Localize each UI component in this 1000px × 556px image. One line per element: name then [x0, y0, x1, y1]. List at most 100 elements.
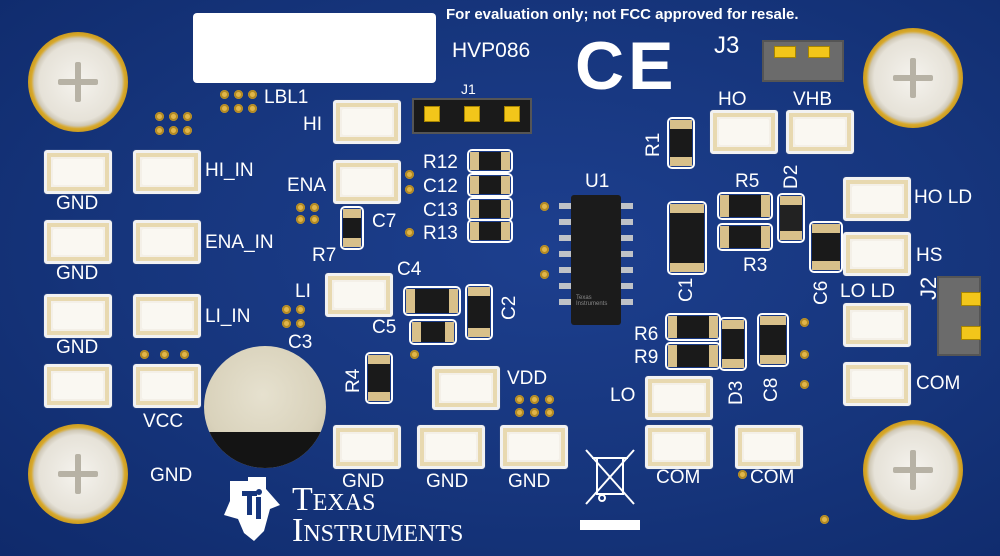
- r4-label: R4: [343, 368, 364, 393]
- c6-label: C6: [811, 280, 832, 305]
- vdd-label: VDD: [507, 368, 548, 389]
- r3-label: R3: [743, 255, 768, 276]
- test-point-ena[interactable]: [333, 160, 401, 204]
- label-ref: LBL1: [264, 87, 309, 108]
- gnd-label-2: GND: [56, 263, 99, 284]
- d3: [719, 317, 747, 371]
- c12: [467, 173, 513, 197]
- r12: [467, 149, 513, 173]
- r1-label: R1: [643, 132, 664, 157]
- test-point-gnd-6[interactable]: [417, 425, 485, 469]
- r4: [365, 352, 393, 404]
- r9-label: R9: [634, 347, 659, 368]
- gnd-label-screw: GND: [150, 465, 193, 486]
- hi-in-label: HI_IN: [205, 160, 254, 181]
- brand-instruments: Instruments: [292, 512, 464, 549]
- c4-label: C4: [397, 259, 422, 280]
- c8: [757, 313, 789, 367]
- r12-label: R12: [423, 152, 458, 173]
- ena-in-label: ENA_IN: [205, 232, 274, 253]
- ho-ld-label: HO LD: [914, 187, 973, 208]
- li-label: LI: [295, 281, 311, 302]
- test-point-ho[interactable]: [710, 110, 778, 154]
- gnd-label-6: GND: [426, 471, 469, 492]
- test-point-gnd-2[interactable]: [44, 220, 112, 264]
- c2: [465, 284, 493, 340]
- r6: [665, 313, 721, 341]
- mounting-screw-bottom-left: [28, 424, 128, 524]
- c8-label: C8: [761, 377, 782, 402]
- test-point-gnd-7[interactable]: [500, 425, 568, 469]
- test-point-gnd-4[interactable]: [44, 364, 112, 408]
- d3-label: D3: [726, 380, 747, 405]
- c2-label: C2: [499, 295, 520, 320]
- c5-label: C5: [372, 317, 397, 338]
- vcc-label: VCC: [143, 411, 184, 432]
- lo-label: LO: [610, 385, 636, 406]
- lo-ld-label: LO LD: [840, 281, 895, 302]
- test-point-vhb[interactable]: [786, 110, 854, 154]
- r5-label: R5: [735, 171, 760, 192]
- disclaimer-text: For evaluation only; not FCC approved fo…: [446, 6, 799, 23]
- com-label-3: COM: [750, 467, 795, 488]
- j2-header[interactable]: [937, 276, 981, 356]
- mounting-screw-top-right: [863, 28, 963, 128]
- test-point-com-1[interactable]: [843, 362, 911, 406]
- test-point-hs[interactable]: [843, 232, 911, 276]
- part-number: HVP086: [452, 39, 531, 62]
- c3-label: C3: [288, 332, 313, 353]
- r6-label: R6: [634, 324, 659, 345]
- r5: [717, 192, 773, 220]
- d2-label: D2: [781, 164, 802, 189]
- component-r7-c7: [340, 206, 364, 250]
- ena-label: ENA: [287, 175, 327, 196]
- blank-label-area: [193, 13, 436, 83]
- test-point-gnd-5[interactable]: [333, 425, 401, 469]
- r1: [667, 117, 695, 169]
- r9: [665, 342, 721, 370]
- test-point-hi[interactable]: [333, 100, 401, 144]
- gnd-label-5: GND: [342, 471, 385, 492]
- ti-logo-icon: [224, 477, 280, 541]
- test-point-ho-ld[interactable]: [843, 177, 911, 221]
- ic-u1: Texas Instruments: [571, 195, 621, 325]
- test-point-com-3[interactable]: [735, 425, 803, 469]
- test-point-li-in[interactable]: [133, 294, 201, 338]
- c4: [403, 286, 461, 316]
- ce-mark: CE: [575, 28, 678, 104]
- li-in-label: LI_IN: [205, 306, 251, 327]
- weee-recycling-icon: [580, 449, 640, 530]
- test-point-vdd[interactable]: [432, 366, 500, 410]
- test-point-gnd-1[interactable]: [44, 150, 112, 194]
- c13: [467, 197, 513, 221]
- u1-label: U1: [585, 171, 610, 192]
- j3-header[interactable]: [762, 40, 844, 82]
- c5: [409, 319, 457, 345]
- j1-header[interactable]: [412, 98, 532, 134]
- mounting-screw-top-left: [28, 32, 128, 132]
- j3-label: J3: [714, 32, 740, 59]
- test-point-lo-ld[interactable]: [843, 303, 911, 347]
- test-point-vcc[interactable]: [133, 364, 201, 408]
- r13: [467, 219, 513, 243]
- c7-label: C7: [372, 211, 397, 232]
- c6: [809, 221, 843, 273]
- brand-texas: Texas: [292, 481, 376, 518]
- gnd-label-3: GND: [56, 337, 99, 358]
- test-point-li[interactable]: [325, 273, 393, 317]
- c13-label: C13: [423, 200, 458, 221]
- gnd-label-7: GND: [508, 471, 551, 492]
- test-point-gnd-3[interactable]: [44, 294, 112, 338]
- test-point-com-2[interactable]: [645, 425, 713, 469]
- mounting-screw-bottom-right: [863, 420, 963, 520]
- electrolytic-capacitor-c3: [204, 346, 326, 468]
- hs-label: HS: [916, 245, 943, 266]
- r7-label: R7: [312, 245, 337, 266]
- test-point-hi-in[interactable]: [133, 150, 201, 194]
- d2: [777, 193, 805, 243]
- r13-label: R13: [423, 223, 458, 244]
- test-point-lo[interactable]: [645, 376, 713, 420]
- test-point-ena-in[interactable]: [133, 220, 201, 264]
- hi-label: HI: [303, 114, 322, 135]
